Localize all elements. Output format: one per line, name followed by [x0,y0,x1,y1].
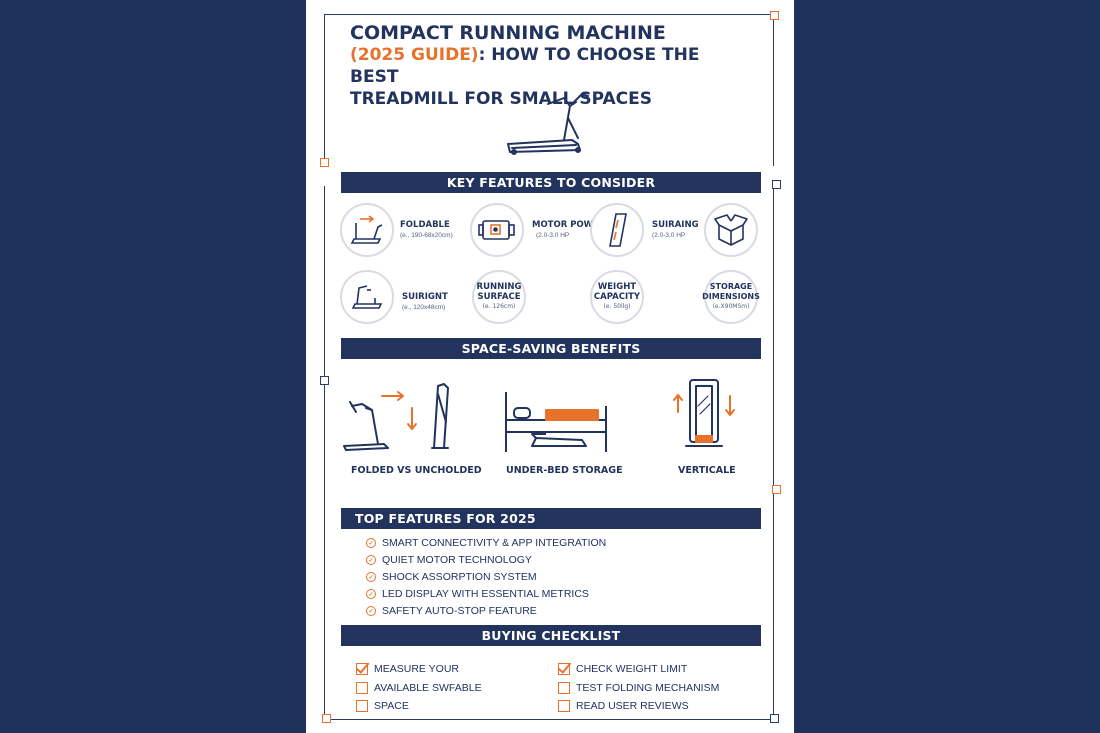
feature-belt-label: SUIRAING [652,220,699,230]
checklist-item[interactable]: READ USER REVIEWS [558,700,689,712]
folding-treadmill-icon [350,215,383,244]
checklist-item[interactable]: AVAILABLE SWFABLE [356,682,482,694]
feature-size-sub: (e., 120x48cm) [402,304,446,311]
feature-motor-sub: (2.0-3.0 HP [536,232,570,239]
feature-weight-capacity-line2: CAPACITY [593,292,641,302]
corner-marker [772,180,781,189]
title-accent: (2025 GUIDE) [350,45,479,65]
checklist-label: SPACE [374,700,409,712]
treadmill-hero-icon [507,93,589,155]
feature-foldable-circle [340,203,394,257]
top-feature-text: SHOCK ASSORPTION SYSTEM [382,571,537,583]
benefit-under-bed-label: UNDER-BED STORAGE [506,465,623,476]
checklist-item[interactable]: TEST FOLDING MECHANISM [558,682,719,694]
feature-bullet-icon: ✓ [366,606,376,616]
corner-marker [320,376,329,385]
feature-running-surface-sub: (e. 126cm) [482,303,516,310]
checkbox-checked[interactable] [356,663,368,675]
motor-icon [478,220,515,240]
infographic-poster: COMPACT RUNNING MACHINE (2025 GUIDE): HO… [306,0,794,733]
checkbox-checked[interactable] [558,663,570,675]
checklist-label: MEASURE YOUR [374,663,459,675]
title-line-2: (2025 GUIDE): HOW TO CHOOSE THE BEST [350,44,750,88]
checkbox[interactable] [558,682,570,694]
feature-bullet-icon: ✓ [366,538,376,548]
corner-marker [770,11,779,20]
checklist-label: TEST FOLDING MECHANISM [576,682,720,694]
title-line-3: TREADMILL FOR SMALL SPACES [350,89,652,109]
checkbox[interactable] [558,700,570,712]
top-feature-item: ✓ SHOCK ASSORPTION SYSTEM [366,571,537,583]
feature-belt-circle [590,203,644,257]
folded-vs-unfolded-icon [343,383,449,451]
title-line-2-rest: : HOW TO CHOOSE THE BEST [350,45,700,87]
frame-top [324,14,774,166]
top-feature-item: ✓ SAFETY AUTO-STOP FEATURE [366,605,537,617]
benefit-folded-label: FOLDED VS UNCHOLDED [351,465,482,476]
top-feature-text: SAFETY AUTO-STOP FEATURE [382,605,537,617]
checklist-label: READ USER REVIEWS [576,700,689,712]
feature-bullet-icon: ✓ [366,555,376,565]
feature-running-surface-line2: SURFACE [477,292,521,302]
top-feature-text: LED DISPLAY WITH ESSENTIAL METRICS [382,588,589,600]
box-icon [714,214,748,246]
feature-foldable-label: FOLDABLE [400,220,450,230]
top-feature-text: SMART CONNECTIVITY & APP INTEGRATION [382,537,607,549]
feature-storage-dimensions-sub: (e.X90MSm) [712,303,750,310]
top-feature-item: ✓ LED DISPLAY WITH ESSENTIAL METRICS [366,588,589,600]
feature-size-circle [340,270,394,324]
feature-motor-label: MOTOR POWER [532,220,606,230]
feature-weight-capacity-line1: WEIGHT [597,282,637,292]
feature-motor-circle [470,203,524,257]
feature-running-surface-line1: RUNNING [476,282,522,292]
checkbox[interactable] [356,682,368,694]
frame-middle [324,186,774,486]
page-title: COMPACT RUNNING MACHINE (2025 GUIDE): HO… [350,22,750,110]
section-checklist: BUYING CHECKLIST [341,625,761,646]
feature-bullet-icon: ✓ [366,572,376,582]
section-top-features: TOP FEATURES FOR 2025 [341,508,761,529]
top-feature-item: ✓ QUIET MOTOR TECHNOLOGY [366,554,532,566]
top-feature-item: ✓ SMART CONNECTIVITY & APP INTEGRATION [366,537,606,549]
checklist-item[interactable]: MEASURE YOUR [356,663,459,675]
benefit-vertical-label: VERTICALE [678,465,736,476]
frame-bottom [324,380,774,720]
checkbox[interactable] [356,700,368,712]
checklist-item[interactable]: SPACE [356,700,409,712]
corner-marker [322,714,331,723]
treadmill-side-icon [351,285,383,309]
feature-foldable-sub: (e., 190-68x20cm) [400,232,453,239]
corner-marker [772,485,781,494]
feature-bullet-icon: ✓ [366,589,376,599]
running-belt-icon [609,213,627,247]
feature-storage-dimensions-line2: DIMENSIONS [702,292,760,301]
feature-belt-sub: (2.0-3.0 HP [652,232,686,239]
corner-marker [320,158,329,167]
title-line-1: COMPACT RUNNING MACHINE [350,22,666,44]
feature-storage-dimensions-line1: STORAGE [709,282,753,291]
checklist-label: CHECK WEIGHT LIMIT [576,663,688,675]
feature-box-circle [704,203,758,257]
feature-weight-capacity-sub: (e. 50llg) [603,303,631,310]
section-key-features: KEY FEATURES TO CONSIDER [341,172,761,193]
checklist-label: AVAILABLE SWFABLE [374,682,482,694]
feature-size-label: SUIRIGNT [402,292,448,302]
top-feature-text: QUIET MOTOR TECHNOLOGY [382,554,532,566]
corner-marker [770,714,779,723]
under-bed-storage-icon [505,392,607,452]
section-space-saving: SPACE-SAVING BENEFITS [341,338,761,359]
checklist-item[interactable]: CHECK WEIGHT LIMIT [558,663,687,675]
vertical-storage-icon [673,379,735,447]
